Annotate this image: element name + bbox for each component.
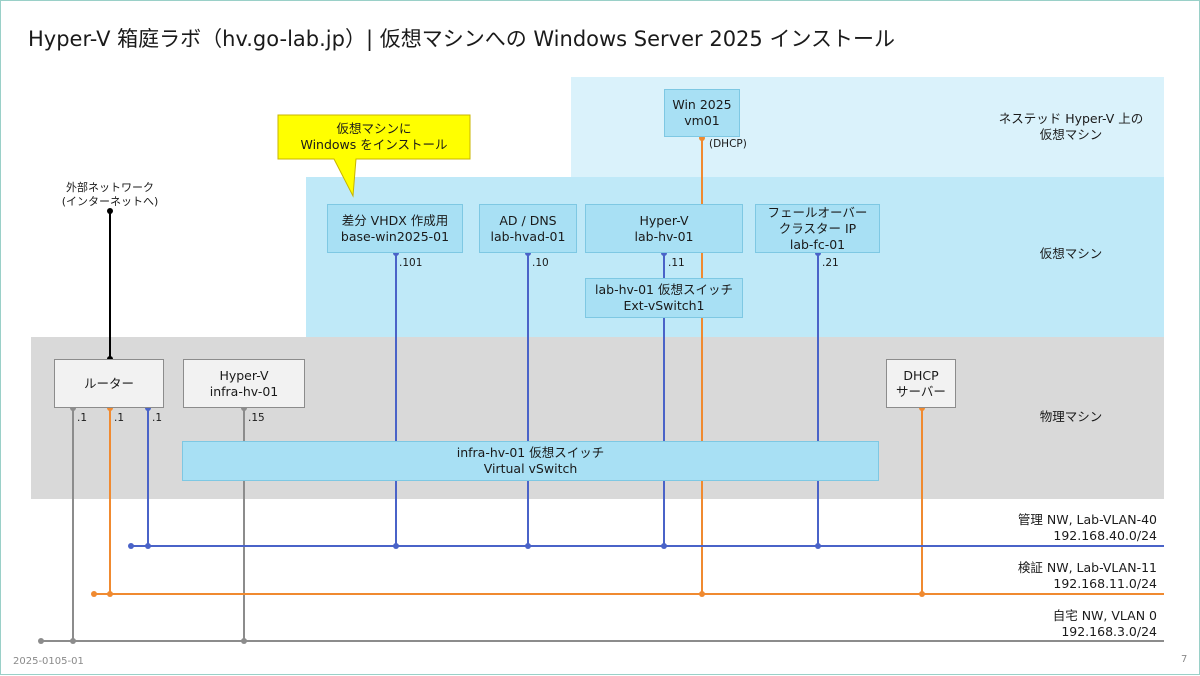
- hv-ip-label: .11: [668, 257, 685, 269]
- document-id: 2025-0105-01: [13, 656, 84, 667]
- infra-hv-node: Hyper-V infra-hv-01: [183, 359, 305, 408]
- failover-cluster-node: フェールオーバー クラスター IP lab-fc-01: [755, 204, 880, 253]
- router-orange-ip-label: .1: [114, 412, 125, 424]
- page-number: 7: [1181, 654, 1188, 665]
- fc-ip-label: .21: [822, 257, 839, 269]
- verify-router-dot: [107, 591, 113, 597]
- home-router-dot: [70, 638, 76, 644]
- external-dot: [107, 208, 113, 214]
- base-win2025-node: 差分 VHDX 作成用 base-win2025-01: [327, 204, 463, 253]
- home-network-label: 自宅 NW, VLAN 0 192.168.3.0/24: [1052, 608, 1157, 639]
- router-gray-ip-label: .1: [77, 412, 88, 424]
- callout-shape: [277, 114, 471, 198]
- router-node: ルーター: [54, 359, 164, 408]
- verify-dhcp-dot: [919, 591, 925, 597]
- mgmt-network-label: 管理 NW, Lab-VLAN-40 192.168.40.0/24: [1017, 512, 1157, 543]
- page-title: Hyper-V 箱庭ラボ（hv.go-lab.jp）| 仮想マシンへの Wind…: [28, 27, 896, 51]
- home-start-dot: [38, 638, 44, 644]
- infra-vswitch-node: infra-hv-01 仮想スイッチ Virtual vSwitch: [182, 441, 879, 481]
- vm01-node: Win 2025 vm01: [664, 89, 740, 137]
- verify-vm01-dot: [699, 591, 705, 597]
- ad-dns-node: AD / DNS lab-hvad-01: [479, 204, 577, 253]
- mgmt-fc-dot: [815, 543, 821, 549]
- verify-start-dot: [91, 591, 97, 597]
- mgmt-start-dot: [128, 543, 134, 549]
- home-infra-dot: [241, 638, 247, 644]
- lab-hv-node: Hyper-V lab-hv-01: [585, 204, 743, 253]
- base-ip-label: .101: [399, 257, 423, 269]
- mgmt-hv-dot: [661, 543, 667, 549]
- lab-vswitch-node: lab-hv-01 仮想スイッチ Ext-vSwitch1: [585, 278, 743, 318]
- external-network-label: 外部ネットワーク (インターネットへ): [61, 181, 159, 208]
- mgmt-ad-dot: [525, 543, 531, 549]
- dhcp-server-node: DHCP サーバー: [886, 359, 956, 408]
- router-blue-ip-label: .1: [152, 412, 163, 424]
- vm-region-label: 仮想マシン: [1039, 246, 1103, 261]
- ad-ip-label: .10: [532, 257, 549, 269]
- physical-region-label: 物理マシン: [1039, 409, 1103, 424]
- nested-region-label: ネステッド Hyper-V 上の 仮想マシン: [998, 111, 1144, 142]
- install-callout: 仮想マシンに Windows をインストール: [300, 121, 448, 152]
- dhcp-address-label: (DHCP): [709, 138, 747, 150]
- infra-ip-label: .15: [248, 412, 265, 424]
- verify-network-label: 検証 NW, Lab-VLAN-11 192.168.11.0/24: [1017, 560, 1157, 591]
- mgmt-router-dot: [145, 543, 151, 549]
- mgmt-base-dot: [393, 543, 399, 549]
